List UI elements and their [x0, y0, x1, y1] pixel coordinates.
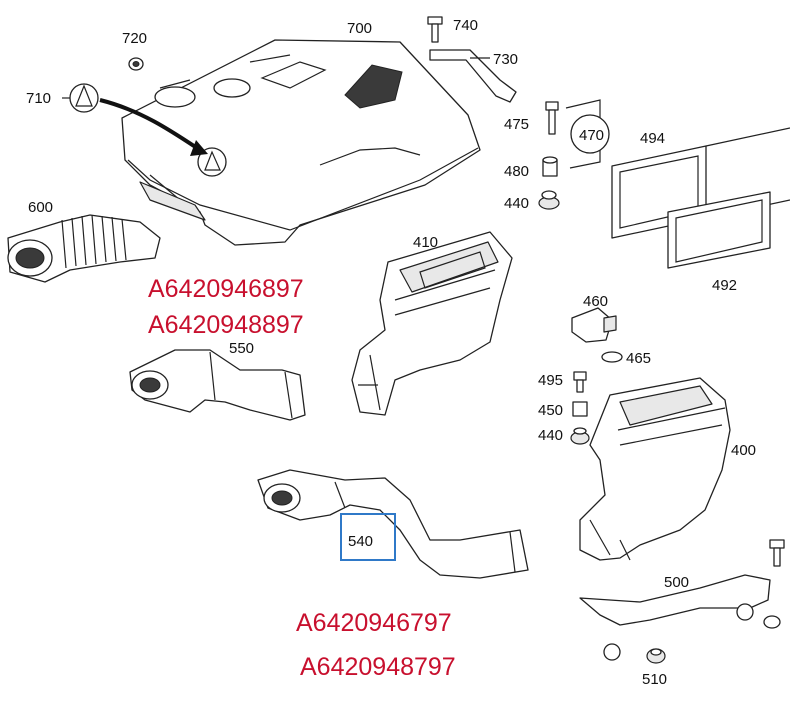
grommet-440-bottom [570, 427, 590, 445]
label-710: 710 [26, 90, 51, 107]
airbox-400 [579, 377, 731, 561]
bolt-495 [573, 371, 587, 393]
filter-492 [667, 191, 771, 269]
label-740: 740 [453, 17, 478, 34]
grommet-440-top [538, 190, 560, 210]
mount-510 [646, 648, 666, 664]
circle-470 [570, 114, 610, 154]
part-number-550-b: A6420948897 [148, 311, 304, 339]
label-730: 730 [493, 51, 518, 68]
label-500: 500 [664, 574, 689, 591]
label-492: 492 [712, 277, 737, 294]
ring-465 [601, 351, 623, 363]
duct-540 [257, 469, 529, 579]
label-720: 720 [122, 30, 147, 47]
label-550: 550 [229, 340, 254, 357]
label-470: 470 [579, 127, 604, 144]
label-460: 460 [583, 293, 608, 310]
engine-cover-700 [121, 39, 481, 246]
label-450: 450 [538, 402, 563, 419]
label-475: 475 [504, 116, 529, 133]
part-number-550-a: A6420946897 [148, 275, 304, 303]
label-480: 480 [504, 163, 529, 180]
label-440-top: 440 [504, 195, 529, 212]
highlight-box-540 [340, 513, 396, 561]
duct-550 [129, 349, 306, 421]
cap-720 [128, 57, 144, 71]
label-600: 600 [28, 199, 53, 216]
part-number-540-b: A6420948797 [300, 653, 456, 681]
bolt-740 [427, 16, 443, 43]
star-emblem-710 [62, 83, 208, 156]
label-400: 400 [731, 442, 756, 459]
label-700: 700 [347, 20, 372, 37]
label-465: 465 [626, 350, 651, 367]
part-number-540-a: A6420946797 [296, 609, 452, 637]
duct-600 [7, 214, 161, 283]
label-495: 495 [538, 372, 563, 389]
label-510: 510 [642, 671, 667, 688]
bolt-475 [545, 101, 559, 135]
spacer-480 [542, 156, 558, 177]
label-540: 540 [348, 533, 373, 550]
airbox-410 [351, 231, 513, 416]
label-440-bottom: 440 [538, 427, 563, 444]
bracket-730 [429, 49, 517, 103]
label-410: 410 [413, 234, 438, 251]
bracket-500 [579, 539, 785, 661]
label-494: 494 [640, 130, 665, 147]
spacer-450 [572, 401, 588, 417]
sensor-460 [571, 307, 617, 343]
